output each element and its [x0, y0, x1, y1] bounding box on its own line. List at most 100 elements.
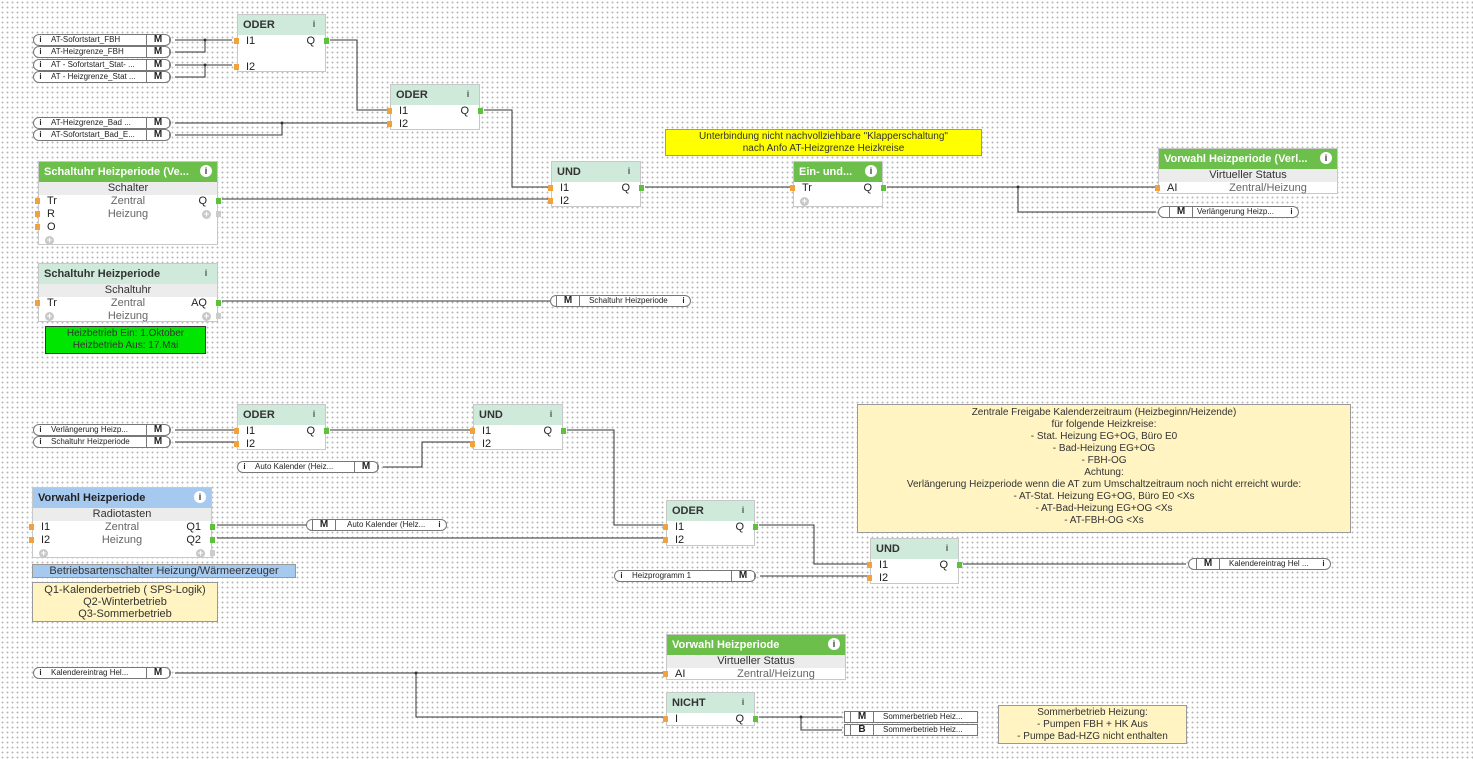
input-pin[interactable] — [663, 524, 668, 530]
input-reference[interactable]: i AT - Heizgrenze_Stat ... M — [33, 71, 171, 83]
output-reference[interactable]: M Sommerbetrieb Heiz... — [844, 711, 978, 723]
add-pin-icon[interactable]: + — [196, 548, 205, 558]
comment-note[interactable]: Sommerbetrieb Heizung: - Pumpen FBH + HK… — [998, 705, 1187, 744]
input-reference[interactable]: i AT-Sofortstart_Bad_E... M — [33, 129, 171, 141]
info-icon[interactable]: i — [39, 47, 42, 56]
info-icon[interactable]: i — [312, 19, 316, 29]
info-icon[interactable]: i — [549, 409, 553, 419]
block-header[interactable]: Ein- und...i — [794, 162, 882, 182]
info-icon[interactable]: i — [39, 130, 42, 139]
output-reference[interactable]: M Auto Kalender (Helz... i — [306, 519, 447, 531]
info-icon[interactable]: i — [39, 668, 42, 677]
info-icon[interactable]: i — [865, 165, 877, 177]
output-reference[interactable]: M Schaltuhr Heizperiode i — [550, 295, 691, 307]
info-icon[interactable]: i — [682, 296, 685, 305]
input-pin[interactable] — [867, 562, 872, 568]
output-reference[interactable]: M Verlängerung Heizp... i — [1158, 206, 1299, 218]
info-icon[interactable]: i — [39, 425, 42, 434]
input-reference[interactable]: i AT-Heizgrenze_FBH M — [33, 46, 171, 58]
input-reference[interactable]: i AT-Sofortstart_FBH M — [33, 34, 171, 46]
info-icon[interactable]: i — [1290, 207, 1293, 216]
output-reference[interactable]: B Sommerbetrieb Heiz... — [844, 724, 978, 736]
info-icon[interactable]: i — [1320, 152, 1332, 164]
comment-note[interactable]: Unterbindung nicht nachvollziehbare "Kla… — [665, 129, 982, 156]
output-pin[interactable] — [561, 428, 566, 434]
output-reference[interactable]: M Kalendereintrag Hel ... i — [1188, 558, 1331, 570]
info-icon[interactable]: i — [1322, 559, 1325, 568]
info-icon[interactable]: i — [741, 505, 745, 515]
comment-note[interactable]: Q1-Kalenderbetrieb ( SPS-Logik) Q2-Winte… — [32, 582, 218, 622]
input-pin[interactable] — [35, 211, 40, 217]
input-pin[interactable] — [663, 716, 668, 722]
output-pin[interactable] — [216, 211, 221, 217]
info-icon[interactable]: i — [39, 118, 42, 127]
schaltuhr-schalter-block[interactable]: Schaltuhr Heizperiode (Ve...i Schalter T… — [35, 161, 221, 245]
output-pin[interactable] — [639, 185, 644, 191]
input-reference[interactable]: i Kalendereintrag Hel... M — [33, 667, 171, 679]
output-pin[interactable] — [881, 185, 886, 191]
info-icon[interactable]: i — [243, 462, 246, 471]
block-header[interactable]: Vorwahl Heizperiode (Verl...i — [1159, 149, 1337, 169]
info-icon[interactable]: i — [620, 571, 623, 580]
input-pin[interactable] — [35, 198, 40, 204]
input-pin[interactable] — [470, 428, 475, 434]
input-pin[interactable] — [234, 428, 239, 434]
input-pin[interactable] — [234, 38, 239, 44]
input-pin[interactable] — [663, 537, 668, 543]
info-icon[interactable]: i — [828, 638, 840, 650]
input-pin[interactable] — [663, 671, 668, 677]
input-pin[interactable] — [234, 441, 239, 447]
input-pin[interactable] — [29, 537, 34, 543]
output-pin[interactable] — [210, 550, 215, 556]
input-pin[interactable] — [470, 441, 475, 447]
input-pin[interactable] — [387, 121, 392, 127]
output-pin[interactable] — [478, 108, 483, 114]
input-reference[interactable]: i AT - Sofortstart_Stat- ... M — [33, 59, 171, 71]
info-icon[interactable]: i — [200, 165, 212, 177]
comment-note[interactable]: Zentrale Freigabe Kalenderzeitraum (Heiz… — [857, 404, 1351, 533]
input-pin[interactable] — [1155, 185, 1160, 191]
comment-note[interactable]: Betriebsartenschalter Heizung/Wärmeerzeu… — [32, 564, 296, 578]
info-icon[interactable]: i — [945, 543, 949, 553]
input-pin[interactable] — [35, 300, 40, 306]
info-icon[interactable]: i — [741, 697, 745, 707]
output-pin[interactable] — [210, 537, 215, 543]
comment-note[interactable]: Heizbetrieb Ein: 1.Oktober Heizbetrieb A… — [45, 326, 206, 354]
info-icon[interactable]: i — [39, 60, 42, 69]
input-pin[interactable] — [35, 224, 40, 230]
output-pin[interactable] — [324, 428, 329, 434]
input-reference[interactable]: i Schaltuhr Heizperiode M — [33, 436, 171, 448]
info-icon[interactable]: i — [39, 35, 42, 44]
info-icon[interactable]: i — [39, 72, 42, 81]
info-icon[interactable]: i — [627, 166, 631, 176]
output-pin[interactable] — [216, 313, 221, 319]
add-pin-icon[interactable]: + — [202, 209, 211, 219]
output-pin[interactable] — [324, 38, 329, 44]
output-pin[interactable] — [957, 562, 962, 568]
input-pin[interactable] — [234, 64, 239, 70]
input-pin[interactable] — [790, 185, 795, 191]
info-icon[interactable]: i — [438, 520, 441, 529]
add-pin-icon[interactable]: + — [202, 311, 211, 321]
input-reference[interactable]: i Auto Kalender (Heiz... M — [237, 461, 379, 473]
input-pin[interactable] — [29, 524, 34, 530]
